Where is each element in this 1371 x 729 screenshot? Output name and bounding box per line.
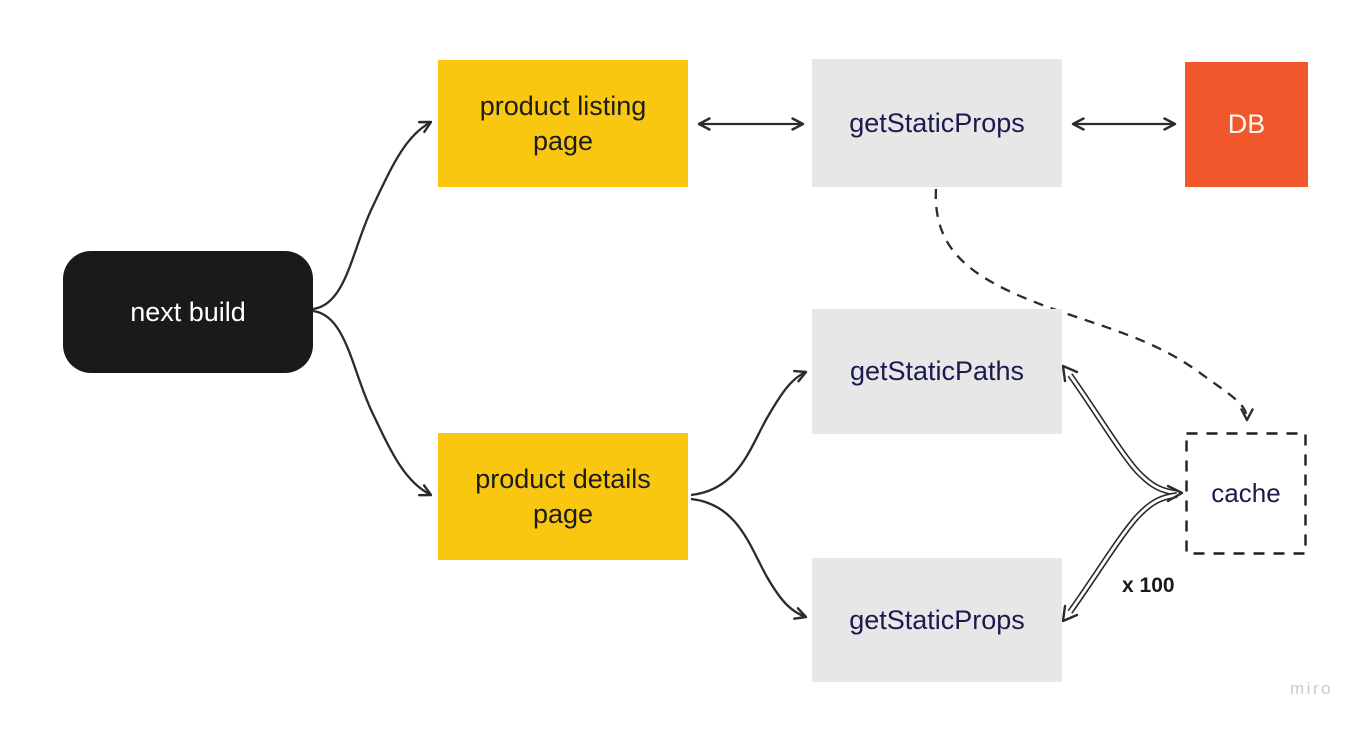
node-getstaticprops-bottom[interactable]: getStaticProps	[812, 558, 1062, 682]
node-product-details-page[interactable]: product details page	[438, 433, 688, 560]
edge-getstaticprops-bottom-to-cache[interactable]	[1061, 492, 1178, 623]
node-product-details-page-label: product details page	[475, 463, 651, 529]
node-product-listing-page[interactable]: product listing page	[438, 60, 688, 187]
edge-multiplier-label: x 100	[1122, 574, 1175, 597]
miro-watermark[interactable]: miro	[1290, 679, 1334, 698]
node-db[interactable]: DB	[1185, 62, 1308, 187]
edge-next-build-to-product-details[interactable]	[312, 309, 433, 497]
arrowhead	[1061, 364, 1079, 383]
node-db-label: DB	[1227, 109, 1266, 140]
node-getstaticprops-bottom-label: getStaticProps	[849, 604, 1025, 635]
edge-product-details-to-getstaticprops-bottom[interactable]	[690, 497, 808, 620]
node-getstaticprops-top-label: getStaticProps	[849, 107, 1025, 138]
edge-product-details-to-getstaticpaths[interactable]	[690, 369, 808, 497]
node-next-build[interactable]: next build	[63, 251, 313, 373]
node-getstaticprops-top[interactable]: getStaticProps	[812, 59, 1062, 187]
arrowhead	[1061, 604, 1079, 623]
node-cache[interactable]: cache	[1186, 433, 1306, 554]
edge-getstaticpaths-to-cache[interactable]	[1061, 364, 1178, 496]
node-next-build-label: next build	[130, 296, 246, 327]
node-getstaticpaths[interactable]: getStaticPaths	[812, 309, 1062, 434]
arrowhead-into-cache	[1166, 484, 1184, 503]
edge-next-build-to-product-listing[interactable]	[312, 120, 433, 311]
node-getstaticpaths-label: getStaticPaths	[849, 356, 1025, 387]
node-cache-label: cache	[1211, 477, 1281, 508]
node-product-listing-page-label: product listing page	[479, 90, 647, 156]
